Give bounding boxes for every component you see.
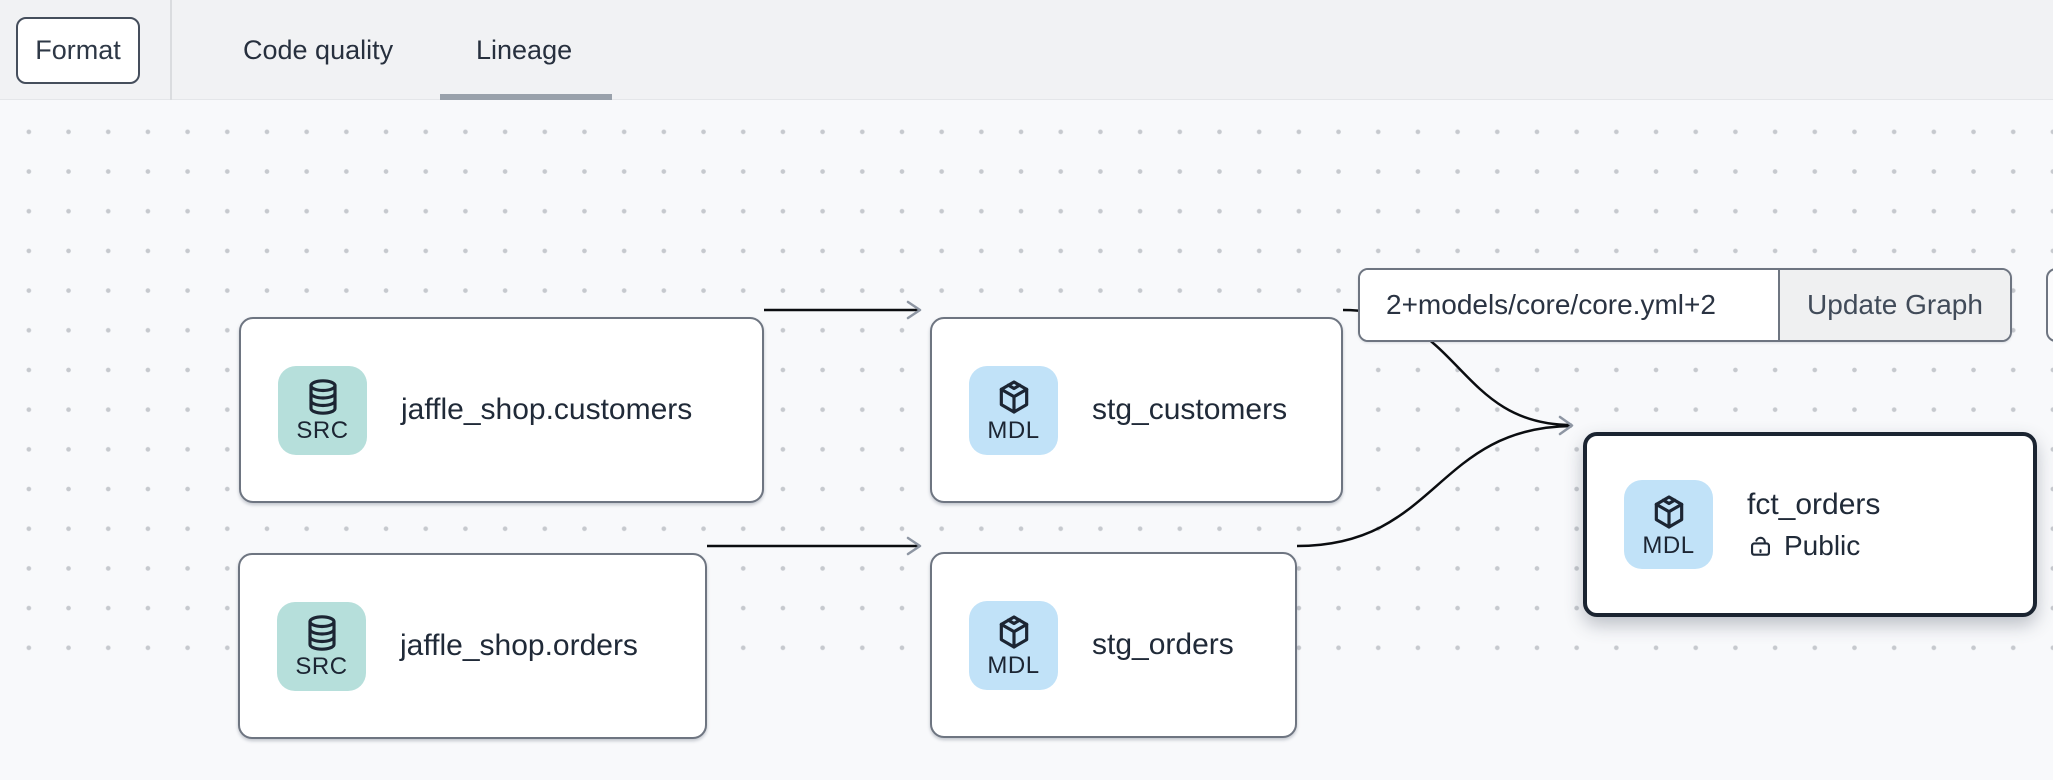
resource-type-label: SRC (296, 417, 349, 444)
database-icon (308, 379, 337, 415)
tab-lineage[interactable]: Lineage (476, 34, 573, 65)
resource-type-label: MDL (1642, 531, 1695, 559)
node-title: fct_orders (1747, 487, 1881, 521)
toolbar: Format Code quality Lineage (0, 0, 2053, 100)
resource-type-label: SRC (295, 653, 348, 680)
database-icon (307, 615, 336, 651)
source-resource-badge: SRC (277, 601, 366, 691)
graph-selector-input[interactable]: 2+models/core/core.yml+2 (1360, 270, 1778, 340)
node-fct-orders[interactable]: MDL fct_orders Public (1583, 432, 2037, 617)
node-title: stg_orders (1092, 628, 1234, 661)
model-resource-badge: MDL (969, 365, 1058, 455)
lineage-canvas[interactable]: SRC jaffle_shop.customers MDL stg_custom… (0, 100, 2053, 739)
model-resource-badge: MDL (1624, 480, 1713, 569)
cube-icon (999, 380, 1028, 414)
active-tab-indicator (440, 94, 612, 100)
source-resource-badge: SRC (278, 365, 367, 455)
node-stg-orders[interactable]: MDL stg_orders (930, 552, 1297, 738)
node-jaffle-shop-orders[interactable]: SRC jaffle_shop.orders (238, 553, 707, 739)
cube-icon (1654, 494, 1683, 529)
cube-icon (999, 615, 1028, 649)
update-graph-button[interactable]: Update Graph (1778, 270, 2010, 340)
graph-selector-group: 2+models/core/core.yml+2 Update Graph (1358, 268, 2012, 342)
access-level-label: Public (1784, 529, 1861, 561)
tab-code-quality[interactable]: Code quality (243, 34, 394, 65)
resource-type-label: MDL (987, 417, 1040, 444)
arrowhead-icon (906, 536, 922, 556)
format-button[interactable]: Format (16, 17, 140, 84)
model-resource-badge: MDL (969, 600, 1058, 690)
arrowhead-icon (906, 300, 922, 320)
node-title: jaffle_shop.customers (401, 393, 693, 426)
clipped-right-control[interactable] (2046, 268, 2053, 342)
node-title: jaffle_shop.orders (400, 629, 638, 662)
unlocked-icon (1750, 536, 1771, 556)
node-title: stg_customers (1092, 393, 1288, 426)
resource-type-label: MDL (987, 652, 1040, 679)
node-stg-customers[interactable]: MDL stg_customers (930, 317, 1343, 503)
node-jaffle-shop-customers[interactable]: SRC jaffle_shop.customers (239, 317, 764, 503)
access-level: Public (1747, 530, 1880, 562)
arrowhead-icon (1558, 415, 1574, 436)
toolbar-divider (170, 0, 172, 100)
